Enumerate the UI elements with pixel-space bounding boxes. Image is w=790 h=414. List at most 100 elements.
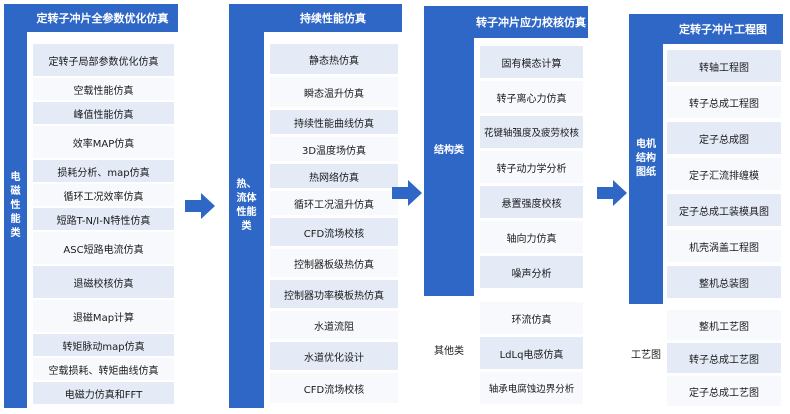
list-item-label: 转子总成工程图	[689, 98, 759, 110]
list-item: 3D温度场仿真	[270, 137, 398, 161]
list-item-label: 循环工况温升仿真	[294, 199, 374, 211]
list-item-label: 转子动力学分析	[496, 163, 567, 175]
list-item-label: 固有模态计算	[501, 58, 562, 70]
list-item: 转矩脉动map仿真	[33, 334, 174, 356]
list-item: 控制器板级热仿真	[270, 249, 398, 277]
list-item-label: 定子总成图	[699, 134, 749, 146]
list-item-label: 机壳涡盖工程图	[689, 242, 759, 254]
list-item: 环流仿真	[480, 302, 583, 334]
list-item: 退磁校核仿真	[33, 266, 174, 298]
list-item: 静态热仿真	[270, 44, 398, 74]
category-electromagnetic: 电磁性能类	[4, 4, 27, 408]
list-item: 持续性能曲线仿真	[270, 110, 398, 134]
list-item: 定转子局部参数优化仿真	[33, 44, 174, 76]
list-item: 循环工况效率仿真	[33, 184, 174, 206]
list-item-label: 转子总成工艺图	[689, 354, 759, 366]
list-item: 水道流阻	[270, 311, 398, 339]
panel1-header-label: 定转子冲片全参数优化仿真	[36, 12, 169, 25]
list-item: 定子总成图	[667, 122, 781, 154]
list-item: CFD流场校核	[270, 218, 398, 246]
panel1-header: 定转子冲片全参数优化仿真	[27, 4, 178, 32]
list-item: 效率MAP仿真	[33, 126, 174, 158]
list-item-label: 水道优化设计	[304, 352, 364, 364]
list-item-label: CFD流场校核	[303, 384, 365, 396]
list-item-label: 损耗分析、map仿真	[57, 167, 150, 179]
list-item: 定子汇流排缠模	[667, 158, 781, 190]
list-item: 花键轴强度及疲劳校核	[480, 116, 583, 148]
panel4-list-structure: 转轴工程图 转子总成工程图 定子总成图 定子汇流排缠模 定子总成工装模具图 机壳…	[667, 50, 781, 298]
list-item: 轴向力仿真	[480, 221, 583, 253]
list-item-label: 热网络仿真	[309, 172, 359, 184]
list-item: 退磁Map计算	[33, 300, 174, 332]
list-item-label: 花键轴强度及疲劳校核	[483, 128, 579, 139]
list-item-label: 效率MAP仿真	[72, 138, 135, 150]
list-item: 悬置强度校核	[480, 186, 583, 218]
arrow-right-icon	[392, 180, 422, 206]
list-item: 控制器功率模板热仿真	[270, 280, 398, 308]
list-item-label: 转子离心力仿真	[496, 93, 567, 105]
list-item: 空载损耗、转矩曲线仿真	[33, 358, 174, 380]
list-item: 循环工况温升仿真	[270, 191, 398, 215]
list-item-label: LdLq电感仿真	[499, 349, 564, 361]
list-item: 定子总成工装模具图	[667, 194, 781, 226]
list-item-label: 水道流阻	[314, 321, 354, 333]
list-item-label: 峰值性能仿真	[73, 109, 134, 121]
list-item-label: 电磁力仿真和FFT	[64, 389, 143, 401]
list-item: 固有模态计算	[480, 46, 583, 78]
list-item: 转子离心力仿真	[480, 81, 583, 113]
list-item: 轴承电腐蚀边界分析	[480, 372, 583, 404]
panel2-list: 静态热仿真 瞬态温升仿真 持续性能曲线仿真 3D温度场仿真 热网络仿真 循环工况…	[270, 44, 398, 403]
list-item-label: 持续性能曲线仿真	[294, 118, 374, 130]
category-other: 其他类	[424, 296, 474, 408]
list-item-label: 控制器功率模板热仿真	[284, 290, 384, 302]
list-item: 短路T-N/I-N特性仿真	[33, 208, 174, 230]
list-item: 转轴工程图	[667, 50, 781, 82]
panel4-list-process: 整机工艺图 转子总成工艺图 定子总成工艺图	[667, 310, 781, 406]
panel2-header: 持续性能仿真	[264, 4, 402, 32]
list-item: CFD流场校核	[270, 373, 398, 403]
list-item-label: 轴向力仿真	[506, 233, 557, 245]
category-label: 电机结构图纸	[636, 139, 656, 178]
list-item-label: 转轴工程图	[699, 62, 749, 74]
arrow-right-icon	[185, 193, 215, 219]
list-item-label: 定子汇流排缠模	[689, 170, 759, 182]
list-item: 空载性能仿真	[33, 78, 174, 100]
list-item: 热网络仿真	[270, 164, 398, 188]
list-item-label: 静态热仿真	[309, 55, 359, 67]
list-item: 转子总成工艺图	[667, 343, 781, 373]
list-item: 转子动力学分析	[480, 151, 583, 183]
list-item-label: 瞬态温升仿真	[304, 88, 364, 100]
category-motor-structure-drawings: 电机结构图纸	[629, 14, 663, 304]
list-item: 峰值性能仿真	[33, 102, 174, 124]
list-item-label: 短路T-N/I-N特性仿真	[56, 215, 151, 227]
list-item: ASC短路电流仿真	[33, 232, 174, 264]
list-item-label: 控制器板级热仿真	[294, 259, 374, 271]
panel3-list-other: 环流仿真 LdLq电感仿真 轴承电腐蚀边界分析	[480, 302, 583, 404]
list-item: 损耗分析、map仿真	[33, 160, 174, 182]
list-item-label: 噪声分析	[511, 268, 552, 280]
list-item-label: 轴承电腐蚀边界分析	[488, 384, 575, 395]
list-item-label: 退磁Map计算	[72, 312, 135, 324]
panel3-header: 转子冲片应力校核仿真	[474, 6, 588, 38]
list-item-label: ASC短路电流仿真	[63, 244, 144, 256]
category-label: 电磁性能类	[10, 172, 21, 239]
list-item-label: 循环工况效率仿真	[63, 191, 144, 203]
list-item-label: 3D温度场仿真	[301, 145, 367, 157]
arrow-right-icon	[597, 180, 627, 206]
list-item-label: 整机总装图	[699, 278, 749, 290]
list-item-label: 转矩脉动map仿真	[62, 341, 145, 353]
panel3-list-structure: 固有模态计算 转子离心力仿真 花键轴强度及疲劳校核 转子动力学分析 悬置强度校核…	[480, 46, 583, 288]
category-label: 结构类	[434, 145, 464, 156]
list-item: LdLq电感仿真	[480, 337, 583, 369]
list-item-label: 退磁校核仿真	[73, 278, 134, 290]
list-item-label: 悬置强度校核	[501, 198, 562, 210]
list-item-label: CFD流场校核	[303, 228, 365, 240]
list-item: 转子总成工程图	[667, 86, 781, 118]
list-item: 定子总成工艺图	[667, 376, 781, 406]
list-item-label: 空载损耗、转矩曲线仿真	[48, 365, 159, 377]
panel4-header-label: 定转子冲片工程图	[679, 23, 767, 36]
list-item-label: 定子总成工艺图	[689, 387, 759, 399]
list-item: 电磁力仿真和FFT	[33, 382, 174, 404]
list-item: 噪声分析	[480, 256, 583, 288]
category-process-drawings: 工艺图	[629, 304, 663, 408]
